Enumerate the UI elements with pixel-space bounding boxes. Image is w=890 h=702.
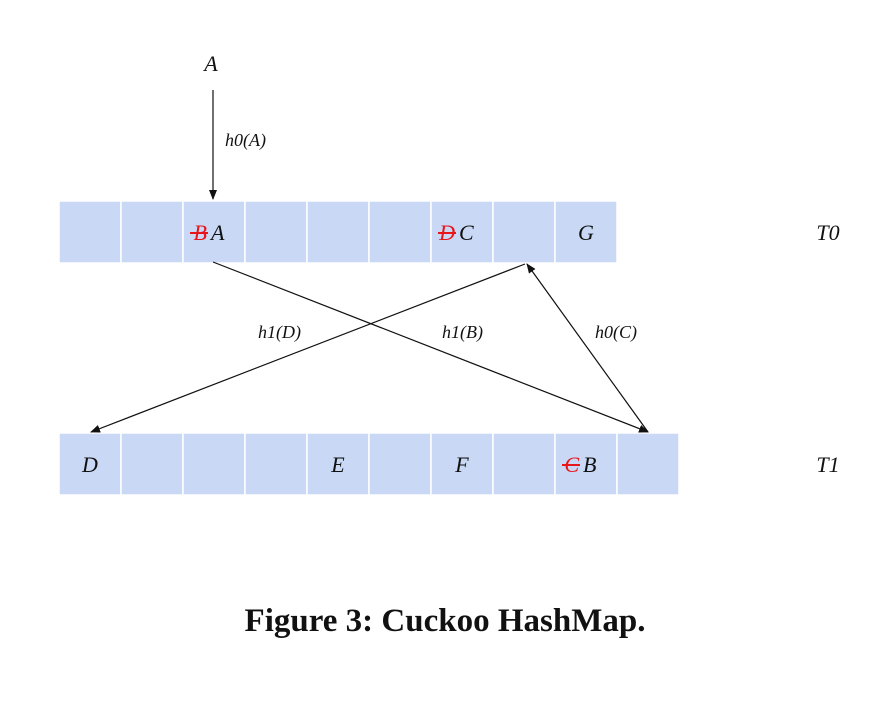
t0-cell [430, 200, 494, 264]
t0-cell-key: A [209, 220, 225, 245]
label-h0-a: h0(A) [225, 130, 266, 151]
key-a-label: A [202, 51, 218, 76]
t1-cell-key: E [330, 452, 345, 477]
t0-cell [306, 200, 370, 264]
label-h1-b: h1(B) [442, 322, 483, 343]
t1-cell [244, 432, 308, 496]
t1-cell-key: F [454, 452, 469, 477]
t0-cell-key: C [459, 220, 474, 245]
arrow-h1-b [212, 261, 649, 433]
arrow-h0-c [526, 263, 649, 433]
t1-cell [616, 432, 680, 496]
t1-cell-key: D [81, 452, 98, 477]
t0-cell [554, 200, 618, 264]
label-h0-c: h0(C) [595, 322, 637, 343]
t0-cell [492, 200, 556, 264]
table-t1-name: T1 [816, 452, 839, 477]
t1-cell [492, 432, 556, 496]
figure-caption: Figure 3: Cuckoo HashMap. [244, 603, 646, 639]
table-t0-name: T0 [816, 220, 839, 245]
t0-cell [368, 200, 432, 264]
t0-cell-key: G [578, 220, 594, 245]
t0-cell [58, 200, 122, 264]
arrow-h1-d [90, 263, 526, 433]
t1-cell [120, 432, 184, 496]
t1-cell [368, 432, 432, 496]
t0-cell [244, 200, 308, 264]
t1-cell-key: B [583, 452, 596, 477]
t1-cell [182, 432, 246, 496]
label-h1-d: h1(D) [258, 322, 301, 343]
t0-cell [120, 200, 184, 264]
